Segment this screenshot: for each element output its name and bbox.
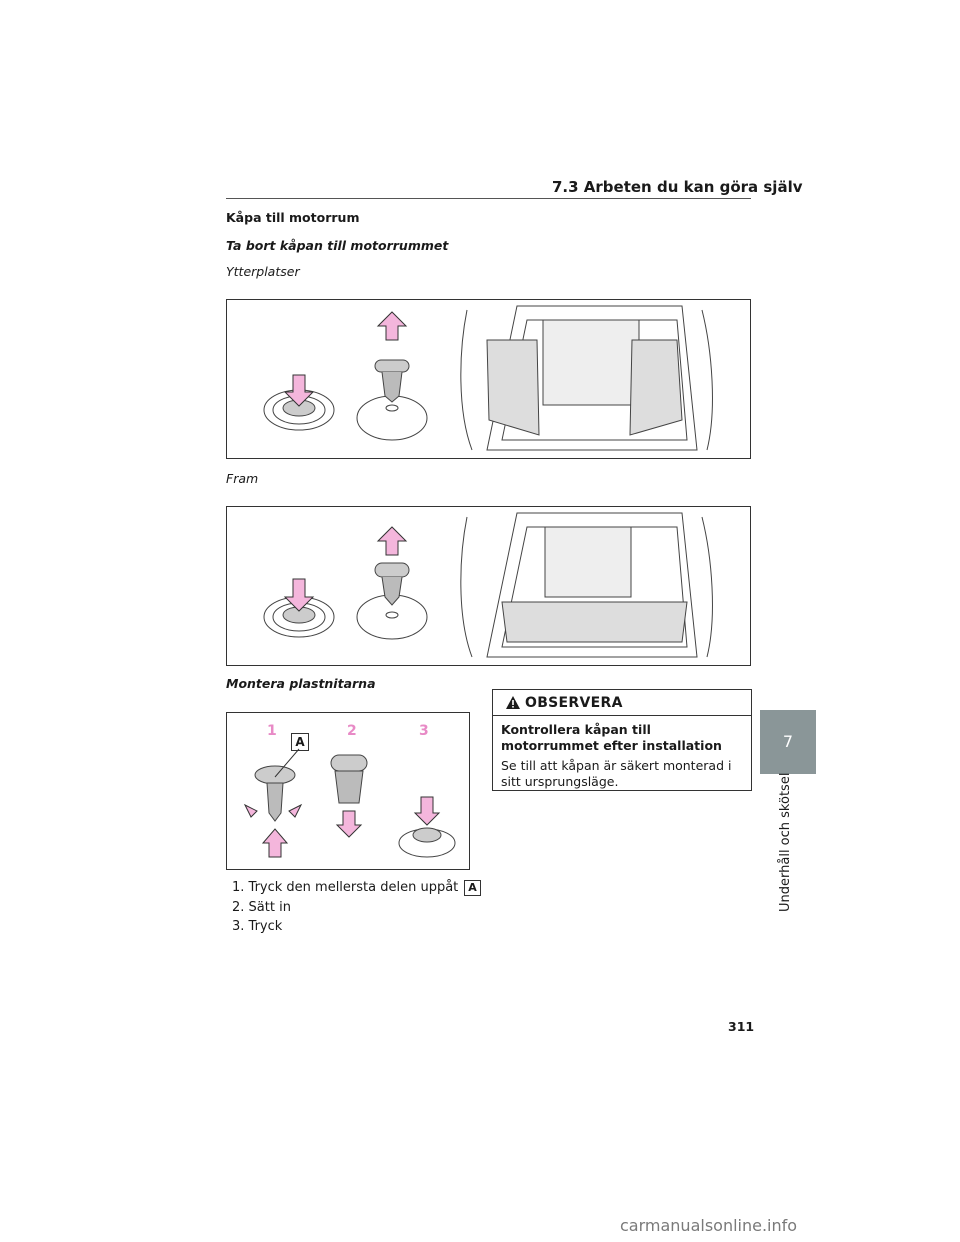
label-front: Fram [226, 471, 259, 486]
caution-text: Se till att kåpan är säkert monterad i s… [501, 758, 732, 789]
subheading: Ta bort kåpan till motorrummet [226, 238, 449, 253]
caution-header: OBSERVERA [493, 690, 751, 716]
figure-install-steps: 1 2 3 A [226, 712, 470, 870]
marker-a: A [291, 733, 309, 751]
step-number-1: 1 [267, 723, 277, 739]
caution-title: OBSERVERA [525, 694, 623, 711]
list-item: 2. Sätt in [232, 900, 291, 915]
list-item: 1. Tryck den mellersta delen uppåt A [232, 880, 481, 896]
chapter-label-text: Underhåll och skötsel [778, 772, 793, 912]
chapter-label: Underhåll och skötsel [774, 773, 798, 916]
list-item: 3. Tryck [232, 919, 283, 934]
section-title: 7.3 Arbeten du kan göra själv [552, 178, 803, 196]
warning-icon [506, 696, 520, 709]
install-heading: Montera plastnitarna [226, 676, 376, 691]
caution-box: OBSERVERA Kontrollera kåpan till motorru… [492, 689, 752, 791]
figure-outer-clips [226, 299, 751, 459]
step-badge-a: A [464, 880, 481, 896]
watermark: carmanualsonline.info [620, 1216, 798, 1235]
chapter-tab: 7 [760, 710, 816, 774]
caution-subtitle: Kontrollera kåpan till motorrummet efter… [501, 722, 722, 753]
step-number-2: 2 [347, 723, 357, 739]
step-text-1: 1. Tryck den mellersta delen uppåt [232, 880, 459, 895]
page-heading: Kåpa till motorrum [226, 210, 360, 225]
figure-front-clips [226, 506, 751, 666]
page-number: 311 [728, 1019, 755, 1034]
step-number-3: 3 [419, 723, 429, 739]
label-outer: Ytterplatser [226, 264, 300, 279]
header-rule [226, 198, 751, 199]
